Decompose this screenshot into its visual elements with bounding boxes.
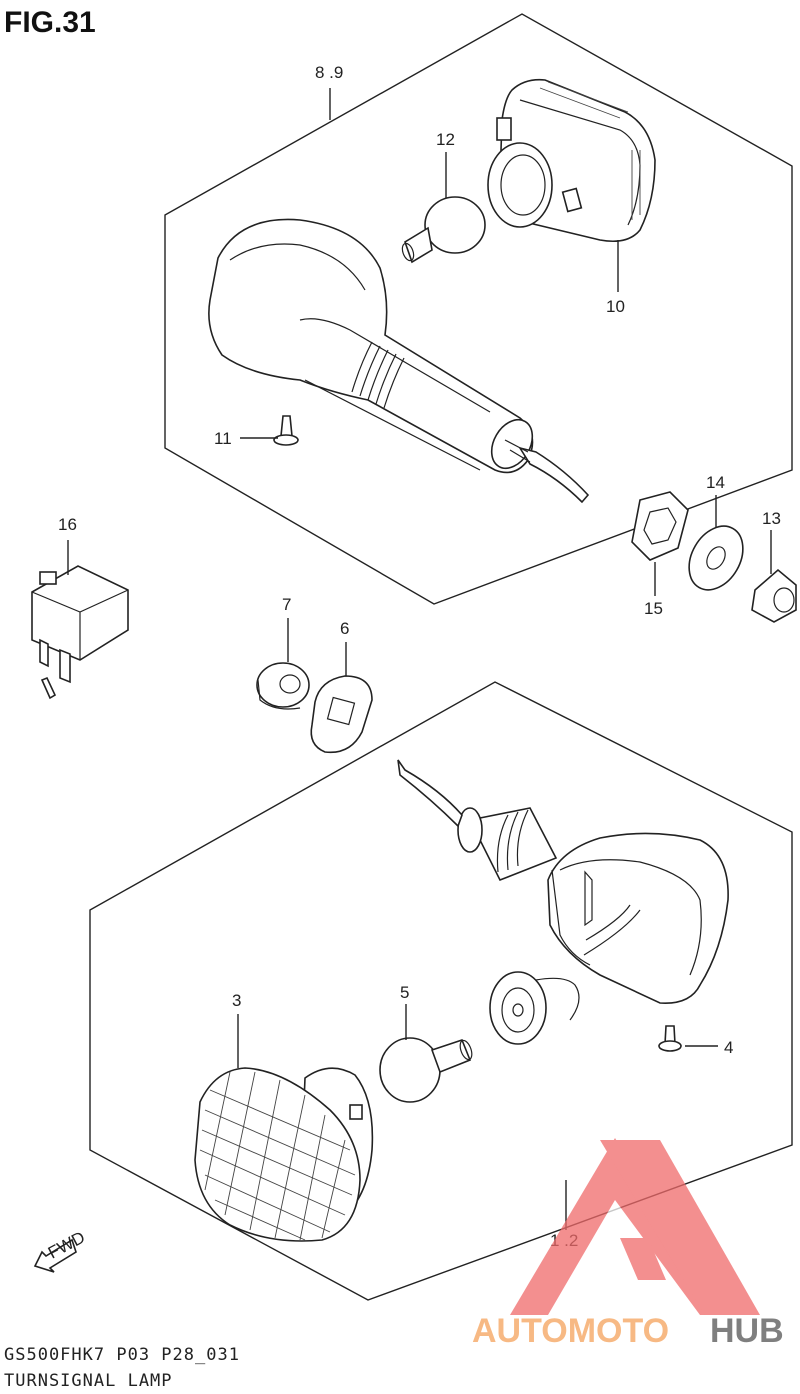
callout-11: 11 [214,429,232,448]
lower-socket [489,971,580,1045]
nut-plate-part-15 [631,491,689,561]
callout-3: 3 [232,991,241,1010]
lower-lens-part-3 [194,1067,374,1242]
upper-lens-part-10 [487,78,656,243]
upper-bulb-part-12 [401,196,486,264]
upper-lamp-housing [208,218,590,504]
relay-part-16 [31,565,129,700]
callout-8-9: 8 .9 [315,63,343,82]
callout-16: 16 [58,515,77,534]
screw-part-11 [273,415,299,446]
lower-lamp-housing [397,759,729,1004]
footer-model-code: GS500FHK7 P03 P28_031 [4,1345,240,1365]
callout-5: 5 [400,983,409,1002]
grommet-part-6 [310,675,373,754]
spacer-part-7 [256,662,310,710]
callout-15: 15 [644,599,663,618]
washer-part-14 [688,525,744,591]
leader-lines [67,88,772,1230]
figure-title: FIG.31 [4,6,96,39]
svg-text:AUTOMOTO: AUTOMOTO [472,1312,669,1350]
lower-bulb-part-5 [379,1037,473,1103]
callout-13: 13 [762,509,781,528]
callout-14: 14 [706,473,725,492]
callout-6: 6 [340,619,349,638]
fwd-arrow-icon: FWD [33,1228,88,1273]
upper-assembly-frame [164,13,793,605]
callout-7: 7 [282,595,291,614]
automotohub-logo: AUTOMOTO HUB [472,1138,784,1350]
nut-part-13 [751,568,797,623]
footer-caption: TURNSIGNAL LAMP [4,1371,173,1391]
callout-12: 12 [436,130,455,149]
callout-4: 4 [724,1038,733,1057]
screw-part-4 [658,1025,682,1052]
callout-10: 10 [606,297,625,316]
svg-text:HUB: HUB [710,1312,784,1350]
lower-assembly-frame [89,681,793,1301]
